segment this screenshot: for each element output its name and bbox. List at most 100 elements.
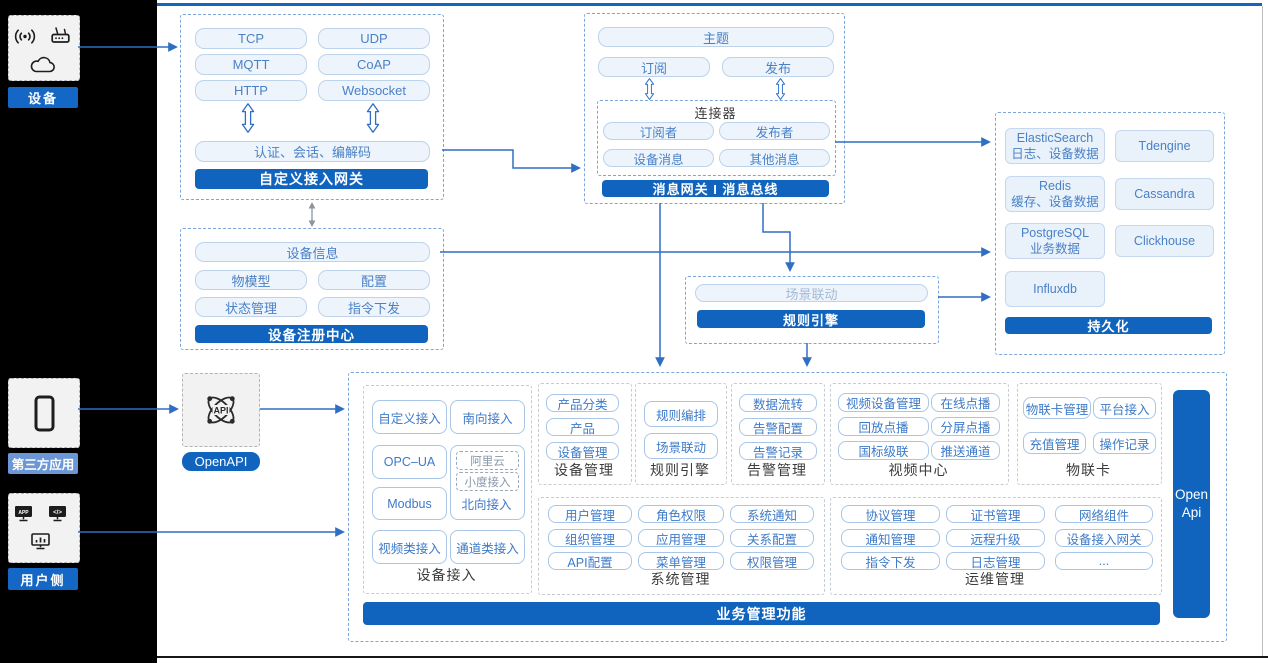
connector-title: 连接器 [694,106,737,121]
live-play-pill: 在线点播 [931,393,1000,412]
scene-linkage-col-pill: 场景联动 [644,433,718,459]
iot-card-title: 物联卡 [1066,462,1111,478]
north-access-label: 北向接入 [461,497,512,512]
thing-model-pill: 物模型 [195,270,307,290]
third-party-label: 第三方应用 [8,453,78,474]
subscribe-pill: 订阅 [598,57,710,77]
svg-text:APP: APP [18,510,29,516]
persistence-title-bar: 持久化 [1005,317,1212,334]
recharge-mgmt-pill: 充值管理 [1023,432,1086,454]
db-clickhouse: Clickhouse [1115,225,1214,257]
ops-mgmt-title: 运维管理 [965,571,1025,587]
open-api-side-bar: Open Api [1173,390,1210,618]
db-elasticsearch: ElasticSearch 日志、设备数据 [1005,128,1105,164]
db-name: ElasticSearch [1016,130,1094,145]
gb-cascade-pill: 国标级联 [838,441,929,460]
api-config-pill: API配置 [548,552,632,570]
publisher-pill: 发布者 [719,122,830,140]
openapi-node: API [182,373,260,447]
db-desc: 业务数据 [1029,242,1080,256]
message-bus-title-bar: 消息网关 I 消息总线 [602,180,829,197]
device-label: 设备 [8,87,78,108]
video-access-pill: 视频类接入 [372,530,447,564]
permission-mgmt-pill: 权限管理 [730,552,814,570]
device-access-gateway-pill: 设备接入网关 [1055,529,1153,547]
device-mgmt-pill: 设备管理 [546,442,619,460]
right-border-line [1262,6,1263,656]
data-flow-pill: 数据流转 [739,394,817,412]
notice-mgmt-pill: 通知管理 [841,529,940,547]
db-name: Clickhouse [1133,233,1196,248]
protocol-udp: UDP [318,28,430,49]
push-channel-pill: 推送通道 [931,441,1000,460]
device-mgmt-title: 设备管理 [554,462,614,478]
api-atom-icon: API [207,396,235,424]
device-registry-title-bar: 设备注册中心 [195,325,428,343]
protocol-mgmt-pill: 协议管理 [841,505,940,523]
custom-gateway-title-bar: 自定义接入网关 [195,169,428,189]
video-center-title: 视频中心 [888,462,949,478]
user-mgmt-pill: 用户管理 [548,505,632,523]
wifi-signal-icon [14,29,36,44]
video-device-mgmt-pill: 视频设备管理 [838,393,929,412]
cert-mgmt-pill: 证书管理 [946,505,1045,523]
router-icon [51,27,70,43]
third-party-node [8,378,80,448]
device-info-pill: 设备信息 [195,242,430,262]
modbus-pill: Modbus [372,487,447,520]
rule-engine-col-title: 规则引擎 [650,462,710,478]
scene-linkage-pill: 场景联动 [695,284,928,302]
subscriber-pill: 订阅者 [603,122,714,140]
chart-monitor-icon [31,533,50,550]
playback-pill: 回放点播 [838,417,929,436]
top-accent-line [157,3,1262,6]
arrow-bus-to-rule-engine [762,203,795,272]
opcua-pill: OPC–UA [372,445,447,479]
other-message-pill: 其他消息 [719,149,830,167]
db-tdengine: Tdengine [1115,130,1214,162]
relation-config-pill: 关系配置 [730,529,814,547]
config-pill: 配置 [318,270,430,290]
operation-record-pill: 操作记录 [1093,432,1156,454]
command-dispatch-pill: 指令下发 [318,297,430,317]
db-name: Cassandra [1134,186,1195,201]
device-message-pill: 设备消息 [603,149,714,167]
status-mgmt-pill: 状态管理 [195,297,307,317]
menu-mgmt-pill: 菜单管理 [638,552,724,570]
split-screen-pill: 分屏点播 [931,417,1000,436]
code-monitor-icon: </> [49,506,66,522]
protocol-websocket: Websocket [318,80,430,101]
system-mgmt-title: 系统管理 [650,571,711,587]
svg-text:</>: </> [53,510,62,516]
iot-card-mgmt-pill: 物联卡管理 [1023,397,1091,419]
topic-pill: 主题 [598,27,834,47]
arrow-gateway-to-bus [442,149,581,173]
protocol-coap: CoAP [318,54,430,75]
protocol-http: HTTP [195,80,307,101]
svg-text:API: API [213,406,228,416]
db-name: Influxdb [1033,281,1077,296]
db-cassandra: Cassandra [1115,178,1214,210]
remote-upgrade-pill: 远程升级 [946,529,1045,547]
org-mgmt-pill: 组织管理 [548,529,632,547]
role-permission-pill: 角色权限 [638,505,724,523]
alarm-config-pill: 告警配置 [739,418,817,436]
publish-pill: 发布 [722,57,834,77]
device-access-title: 设备接入 [416,567,477,583]
user-side-label: 用户侧 [8,568,78,590]
command-dispatch-ops-pill: 指令下发 [841,552,940,570]
channel-access-pill: 通道类接入 [450,530,525,564]
auth-session-codec: 认证、会话、编解码 [195,141,430,162]
db-postgresql: PostgreSQL 业务数据 [1005,223,1105,259]
db-influxdb: Influxdb [1005,271,1105,307]
db-desc: 日志、设备数据 [1011,147,1099,161]
platform-access-pill: 平台接入 [1093,397,1156,419]
aliyun-pill: 阿里云 [456,451,519,470]
device-node [8,15,80,81]
cloud-icon [30,56,55,73]
db-name: Redis [1039,178,1071,193]
product-pill: 产品 [546,418,619,436]
product-category-pill: 产品分类 [546,394,619,412]
gateway-registry-double-arrow [308,202,316,227]
